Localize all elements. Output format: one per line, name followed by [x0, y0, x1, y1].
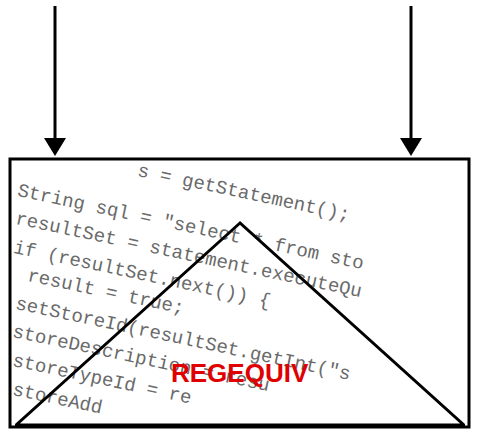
down-arrow — [410, 6, 413, 142]
triangle-shape: REGEQUIV — [15, 221, 465, 426]
arrow-head — [400, 138, 422, 156]
title-text: REGEQUIV — [171, 358, 308, 389]
down-arrow — [54, 6, 57, 142]
arrow-head — [44, 138, 66, 156]
code-frame — [10, 159, 469, 427]
triangle-outline — [15, 221, 465, 426]
